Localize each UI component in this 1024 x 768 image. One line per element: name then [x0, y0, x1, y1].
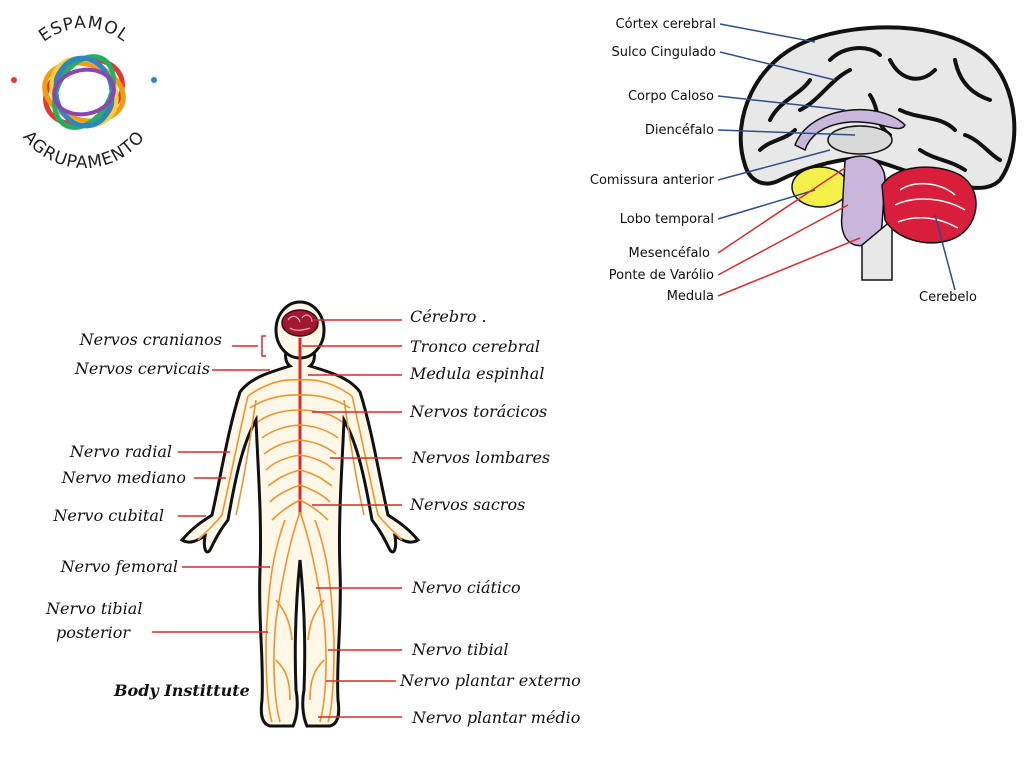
leader-caloso — [717, 95, 846, 111]
leader-ponte — [717, 204, 849, 276]
body-label-right: Tronco cerebral — [410, 337, 540, 356]
brain-label: Comissura anterior — [590, 173, 715, 188]
brain-label: Lobo temporal — [620, 212, 714, 227]
brain-leader-lines — [717, 23, 956, 297]
diencephalon-shape — [827, 125, 893, 155]
brain-label: Ponte de Varólio — [609, 268, 714, 283]
body-brain-folds-icon — [287, 314, 313, 331]
brain-illustration — [738, 25, 1017, 281]
leader-lobo — [717, 189, 816, 220]
body-illustration — [179, 300, 421, 728]
body-nerve-network — [197, 378, 403, 723]
logo-rings-icon — [42, 54, 126, 130]
body-label-right: Medula espinhal — [409, 364, 544, 383]
logo-dot-right-icon — [151, 77, 157, 83]
leader-mesencefalo — [717, 167, 846, 254]
body-label-left: posterior — [56, 623, 131, 642]
body-label-left: Nervos cranianos — [79, 330, 222, 349]
temporal-lobe-shape — [791, 166, 849, 208]
svg-text:AGRUPAMENTO: AGRUPAMENTO — [19, 127, 150, 173]
body-leader-lines — [152, 319, 402, 718]
corpus-callosum-shape — [794, 109, 906, 152]
body-right-labels: Cérebro . Tronco cerebral Medula espinha… — [399, 307, 581, 727]
body-label-right: Cérebro . — [410, 307, 487, 326]
brain-label: Sulco Cingulado — [611, 45, 716, 60]
cerebellum-folds-icon — [894, 183, 966, 229]
body-label-right: Nervo tibial — [411, 640, 508, 659]
brain-label: Diencéfalo — [645, 123, 714, 138]
body-label-right: Nervo ciático — [411, 578, 521, 597]
svg-text:ESPAMOL: ESPAMOL — [35, 13, 133, 46]
cerebellum-shape — [881, 166, 977, 244]
body-label-right: Nervos torácicos — [409, 402, 547, 421]
bracket-cranianos-icon — [261, 335, 266, 357]
body-credit: Body Instittute — [113, 681, 250, 700]
body-label-left: Nervo radial — [69, 442, 172, 461]
leader-comissura — [717, 149, 831, 181]
body-brain-icon — [281, 309, 319, 337]
leader-cortex — [719, 23, 816, 43]
body-label-left: Nervo mediano — [61, 468, 186, 487]
logo-bottom-text: AGRUPAMENTO — [19, 127, 149, 173]
brain-label: Córtex cerebral — [616, 17, 716, 32]
leader-diencefalo — [717, 129, 856, 136]
leader-sulco — [719, 51, 836, 81]
body-label-right: Nervos sacros — [409, 495, 525, 514]
brain-label: Corpo Caloso — [628, 89, 714, 104]
logo-dot-left-icon — [11, 77, 17, 83]
logo-top-text: ESPAMOL — [35, 13, 132, 46]
brain-labels: Córtex cerebral Sulco Cingulado Corpo Ca… — [590, 17, 977, 305]
body-label-right: Nervo plantar médio — [411, 708, 580, 727]
body-label-right: Nervos lombares — [411, 448, 550, 467]
espamol-logo: ESPAMOL AGRUPAMENTO — [11, 13, 157, 173]
body-left-labels: Nervos cranianos Nervos cervicais Nervo … — [45, 330, 222, 642]
brain-label: Medula — [667, 289, 714, 304]
leader-cerebelo — [934, 214, 956, 291]
body-label-left: Nervos cervicais — [74, 359, 210, 378]
body-label-right: Nervo plantar externo — [399, 671, 581, 690]
brain-label-cerebelo: Cerebelo — [919, 290, 977, 305]
body-label-left: Nervo cubital — [52, 506, 164, 525]
body-label-left: Nervo femoral — [60, 557, 178, 576]
body-label-left: Nervo tibial — [45, 599, 142, 618]
spinal-cord-shape — [861, 218, 893, 281]
leader-medula — [717, 237, 861, 297]
brain-label: Mesencéfalo — [629, 246, 711, 261]
